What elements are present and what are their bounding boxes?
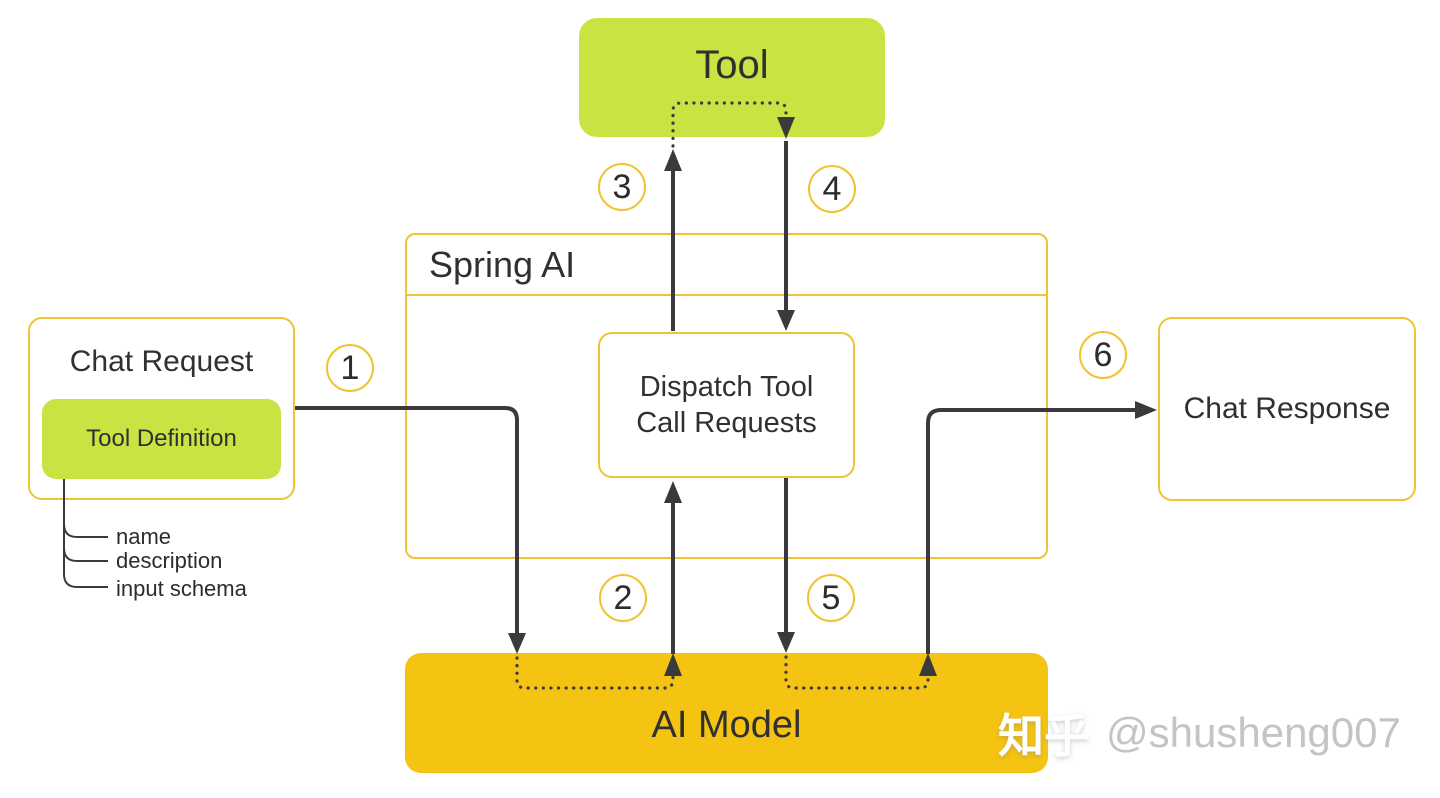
tool-definition-label: Tool Definition — [86, 425, 237, 452]
tool-node-label: Tool — [695, 43, 769, 87]
step-circle-2: 2 — [599, 574, 647, 622]
chat-response-label: Chat Response — [1183, 392, 1391, 425]
chat-request-label: Chat Request — [69, 345, 254, 378]
watermark-brand: 知乎 — [998, 710, 1090, 762]
step-1-label: 1 — [340, 348, 360, 387]
spring-ai-label: Spring AI — [429, 243, 576, 285]
arrow-6-head — [1135, 401, 1157, 419]
step-6-label: 6 — [1093, 335, 1113, 374]
dispatch-label: Dispatch Tool Call Requests — [636, 370, 817, 439]
spring-ai-header: Spring AI — [407, 235, 1046, 296]
ai-model-node: AI Model — [405, 653, 1048, 773]
dispatch-tool-call-node: Dispatch Tool Call Requests — [598, 332, 855, 478]
watermark-handle: @shusheng007 — [1106, 709, 1401, 756]
field-branch-description — [63, 510, 108, 562]
step-circle-5: 5 — [807, 574, 855, 622]
tool-definition-node: Tool Definition — [42, 399, 281, 479]
chat-request-node: Chat Request Tool Definition — [28, 317, 295, 500]
field-description-label: description — [116, 548, 223, 573]
step-circle-4: 4 — [808, 165, 856, 213]
step-3-label: 3 — [612, 167, 632, 206]
step-5-label: 5 — [821, 578, 841, 617]
ai-model-label: AI Model — [651, 703, 802, 746]
step-circle-1: 1 — [326, 344, 374, 392]
arrow-3-head — [664, 149, 682, 171]
chat-response-node: Chat Response — [1158, 317, 1416, 501]
step-4-label: 4 — [822, 169, 842, 208]
arrow-1-head — [508, 633, 526, 654]
field-input-schema-label: input schema — [116, 576, 247, 601]
step-circle-6: 6 — [1079, 331, 1127, 379]
step-2-label: 2 — [613, 578, 633, 617]
field-branch-input-schema — [63, 534, 108, 588]
step-circle-3: 3 — [598, 163, 646, 211]
watermark: 知乎 @shusheng007 — [998, 700, 1401, 766]
tool-node: Tool — [579, 18, 885, 137]
arrow-5-head — [777, 632, 795, 653]
field-name-label: name — [116, 524, 172, 549]
